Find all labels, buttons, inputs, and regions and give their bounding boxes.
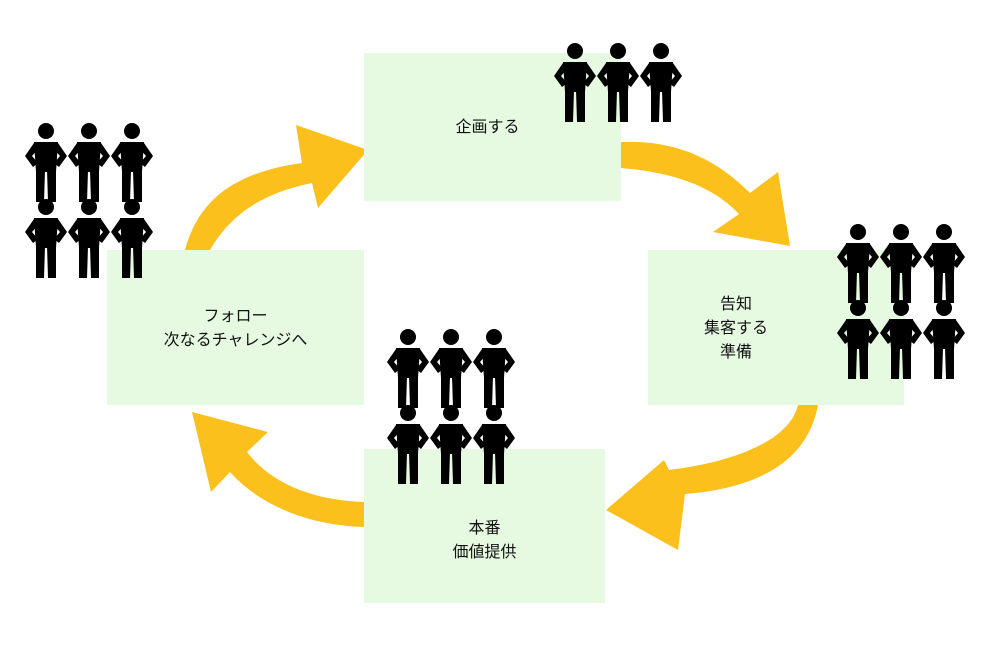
- person-hands-on-hips-icon: [68, 199, 110, 278]
- person-hands-on-hips-icon: [430, 329, 472, 408]
- person-hands-on-hips-icon: [837, 300, 879, 379]
- crowd-figures: [554, 43, 682, 122]
- step-announce-line: 告知: [719, 293, 752, 313]
- arrow-show-to-follow: [192, 412, 364, 527]
- person-hands-on-hips-icon: [25, 199, 67, 278]
- arrow-plan-to-announce: [621, 141, 790, 246]
- step-plan-line: 企画する: [455, 117, 520, 136]
- person-hands-on-hips-icon: [923, 224, 965, 303]
- step-follow-line: 次なるチャレンジへ: [163, 329, 308, 349]
- step-plan-text: 企画する: [455, 115, 519, 139]
- person-hands-on-hips-icon: [387, 405, 429, 484]
- step-announce-line: 準備: [719, 341, 752, 361]
- crowd-figures: [837, 224, 965, 379]
- step-follow-box: フォロー 次なるチャレンジへ: [107, 250, 364, 405]
- step-follow-text: フォロー 次なるチャレンジへ: [164, 304, 308, 352]
- person-hands-on-hips-icon: [111, 123, 153, 202]
- crowd-show: [385, 328, 517, 484]
- person-hands-on-hips-icon: [473, 329, 515, 408]
- person-hands-on-hips-icon: [430, 405, 472, 484]
- crowd-plan: [552, 42, 684, 122]
- person-hands-on-hips-icon: [597, 43, 639, 122]
- step-show-line: 本番: [468, 518, 501, 537]
- step-show-line: 価値提供: [452, 542, 517, 561]
- person-hands-on-hips-icon: [554, 43, 596, 122]
- crowd-follow: [23, 122, 155, 278]
- person-hands-on-hips-icon: [387, 329, 429, 408]
- person-hands-on-hips-icon: [68, 123, 110, 202]
- person-hands-on-hips-icon: [25, 123, 67, 202]
- arrow-announce-to-show: [606, 405, 818, 550]
- person-hands-on-hips-icon: [111, 199, 153, 278]
- crowd-figures: [387, 329, 515, 484]
- step-follow-line: フォロー: [203, 305, 268, 325]
- person-hands-on-hips-icon: [640, 43, 682, 122]
- person-hands-on-hips-icon: [923, 300, 965, 379]
- person-hands-on-hips-icon: [880, 300, 922, 379]
- step-show-text: 本番 価値提供: [452, 516, 516, 564]
- person-hands-on-hips-icon: [837, 224, 879, 303]
- person-hands-on-hips-icon: [880, 224, 922, 303]
- step-announce-line: 集客する: [703, 317, 768, 337]
- crowd-announce: [835, 223, 967, 379]
- person-hands-on-hips-icon: [473, 405, 515, 484]
- arrow-follow-to-plan: [185, 125, 368, 250]
- step-announce-text: 告知 集客する 準備: [704, 292, 768, 364]
- crowd-figures: [25, 123, 153, 278]
